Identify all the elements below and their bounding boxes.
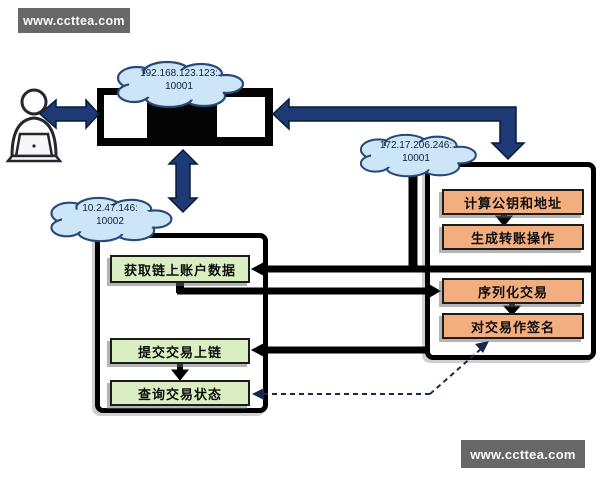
gateway-pane-left xyxy=(104,95,147,138)
gateway-box xyxy=(97,88,273,146)
laptop-base xyxy=(5,154,63,163)
gateway-node-arrow xyxy=(167,148,199,214)
step-serialize-tx: 序列化交易 xyxy=(442,278,584,304)
user-gateway-arrow xyxy=(38,98,101,130)
laptop-screen xyxy=(14,132,54,158)
step-submit-tx: 提交交易上链 xyxy=(110,338,250,364)
cloud-right-address: 172.17.206.246: 10001 xyxy=(361,140,471,165)
step-compute-pubkey-address: 计算公钥和地址 xyxy=(442,189,584,215)
cloud-left-ip: 10.2.47.146: xyxy=(82,203,138,214)
watermark-bottom-right: www.ccttea.com xyxy=(461,440,585,468)
cloud-left-port: 10002 xyxy=(96,215,124,227)
watermark-top-left: www.ccttea.com xyxy=(18,8,130,33)
step-get-account-data: 获取链上账户数据 xyxy=(110,255,250,283)
cloud-right-port: 10001 xyxy=(402,152,430,164)
cloud-top-port: 10001 xyxy=(165,80,193,92)
user-body xyxy=(10,116,58,158)
gateway-box-body xyxy=(97,88,273,146)
gateway-pane-right xyxy=(217,97,265,137)
step-query-tx-status: 查询交易状态 xyxy=(110,380,250,406)
user-icon xyxy=(5,88,63,163)
step-generate-transfer: 生成转账操作 xyxy=(442,224,584,250)
cloud-top-address: 192.168.123.123: 10001 xyxy=(115,68,243,93)
user-head xyxy=(20,88,48,116)
step-sign-tx: 对交易作签名 xyxy=(442,313,584,339)
laptop-logo-dot xyxy=(32,144,36,148)
cloud-top-ip: 192.168.123.123: xyxy=(140,68,218,79)
cloud-left-address: 10.2.47.146: 10002 xyxy=(54,203,166,228)
cloud-right-ip: 172.17.206.246: xyxy=(379,140,453,151)
